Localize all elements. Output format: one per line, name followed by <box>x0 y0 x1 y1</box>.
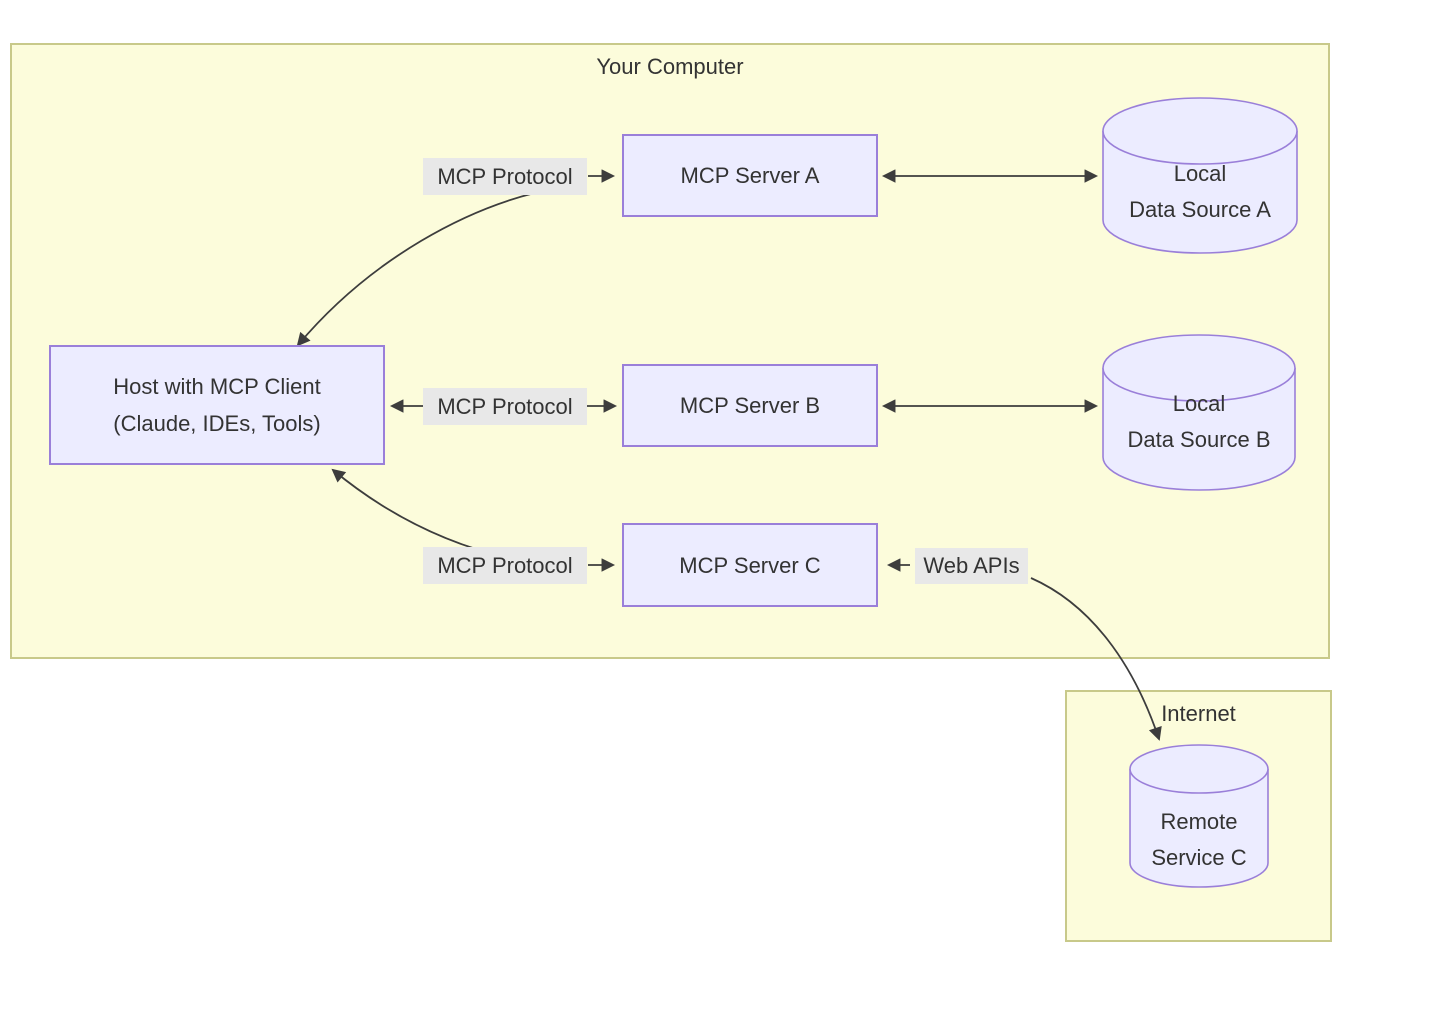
mcp-server-b-label: MCP Server B <box>679 393 821 418</box>
local-data-source-b-label: Local Data Source B <box>1103 386 1295 458</box>
mcp-server-c-node: MCP Server C <box>622 523 878 607</box>
mcp-server-a-label: MCP Server A <box>680 163 820 188</box>
internet-cluster-title: Internet <box>1161 701 1236 726</box>
remote-service-c-line2: Service C <box>1151 845 1247 870</box>
mcp-protocol-label-a: MCP Protocol <box>423 158 587 195</box>
your-computer-cluster-title: Your Computer <box>596 54 744 79</box>
mcp-server-b-node: MCP Server B <box>622 364 878 447</box>
data-source-a-line1: Local <box>1173 161 1227 186</box>
mcp-protocol-label-c: MCP Protocol <box>423 547 587 584</box>
web-apis-label: Web APIs <box>915 548 1028 584</box>
data-source-a-line2: Data Source A <box>1129 197 1271 222</box>
data-source-b-line2: Data Source B <box>1127 427 1271 452</box>
host-label-line1: Host with MCP Client <box>113 374 321 399</box>
mcp-server-a-node: MCP Server A <box>622 134 878 217</box>
remote-service-c-line1: Remote <box>1160 809 1238 834</box>
data-source-b-line1: Local <box>1172 391 1226 416</box>
local-data-source-a-label: Local Data Source A <box>1103 156 1297 228</box>
host-with-mcp-client-node: Host with MCP Client (Claude, IDEs, Tool… <box>49 345 385 465</box>
mcp-protocol-label-b: MCP Protocol <box>423 388 587 425</box>
mcp-server-c-label: MCP Server C <box>679 552 821 578</box>
host-label-line2: (Claude, IDEs, Tools) <box>113 411 321 436</box>
remote-service-c-label: Remote Service C <box>1126 804 1272 876</box>
